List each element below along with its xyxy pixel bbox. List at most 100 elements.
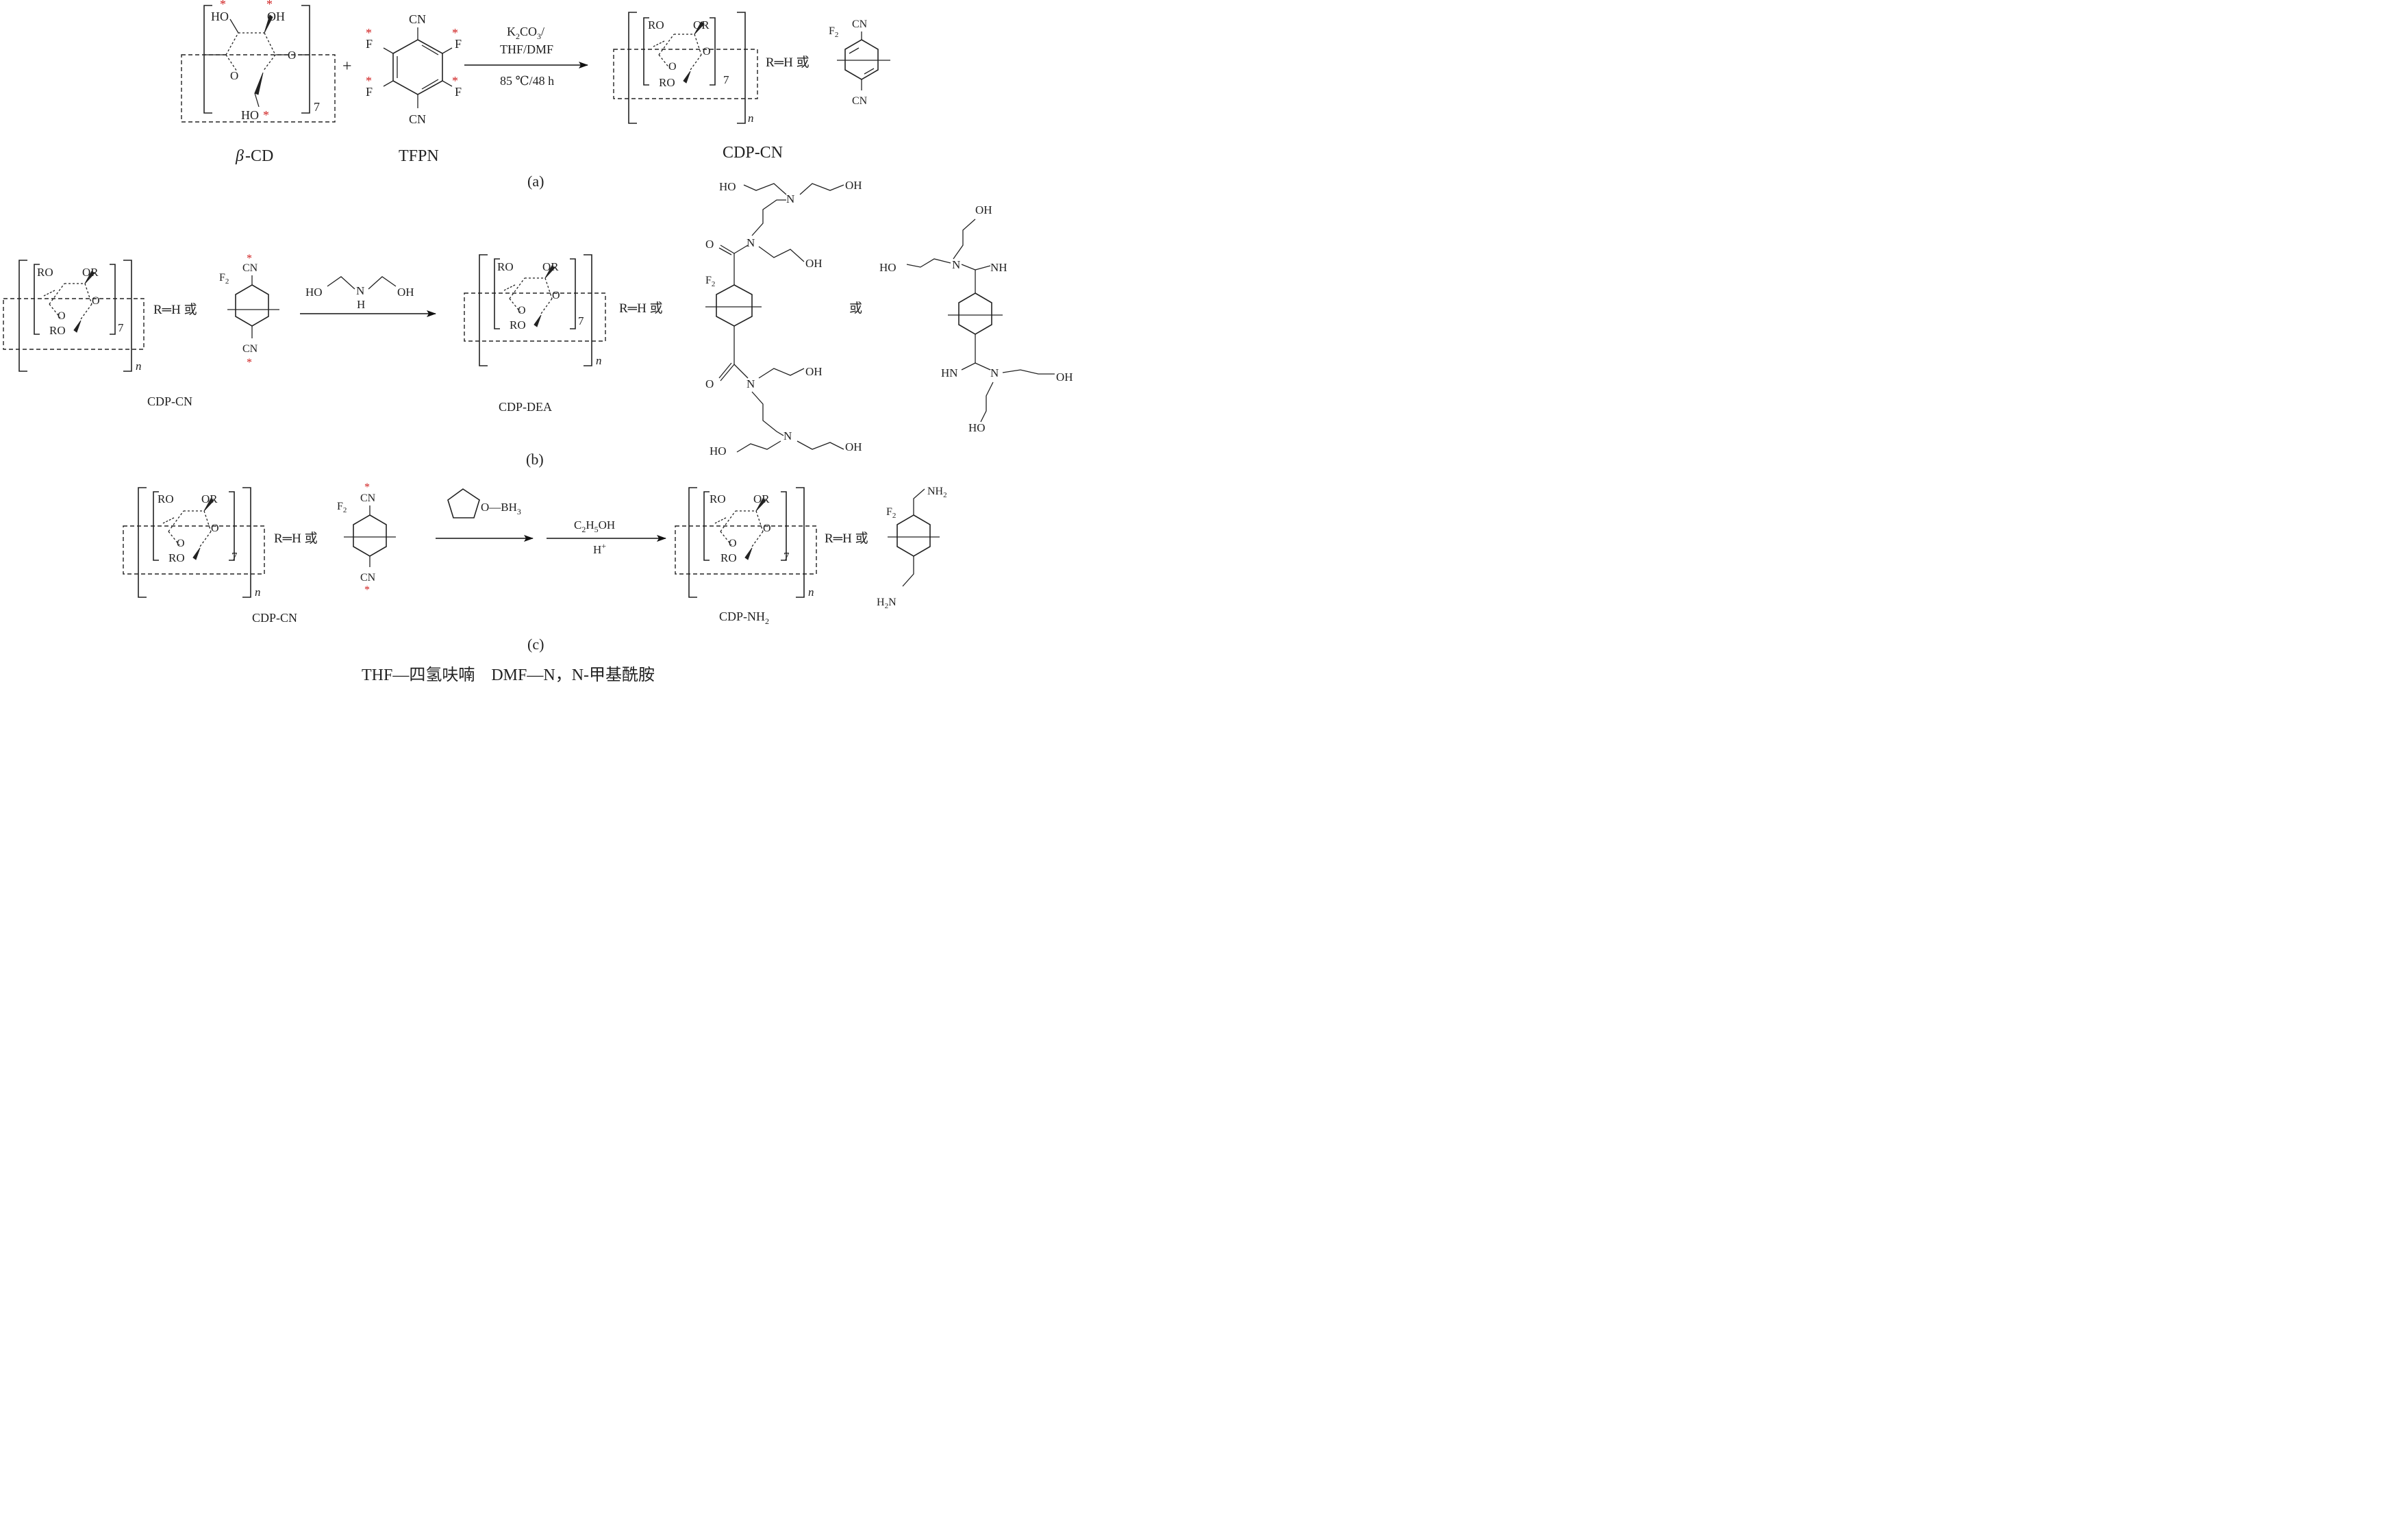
carbonyl-oxygen: O <box>705 238 714 251</box>
ro-label: RO <box>648 18 664 32</box>
cdp-cn-name-c: CDP-CN <box>252 611 297 625</box>
r-definition: R═H 或 <box>274 531 318 546</box>
repeat-subscript-n: n <box>748 112 754 125</box>
oh-label: OH <box>975 203 992 216</box>
ring-oxygen: O <box>729 538 737 549</box>
reduction-reagents: O—BH3 C2H5OH H+ <box>436 488 666 556</box>
cdp-dea-name: CDP-DEA <box>499 400 552 414</box>
amide-n: N <box>747 377 755 390</box>
cn-label: CN <box>242 262 258 274</box>
oh-label: OH <box>397 286 414 299</box>
tfpn-f-br: F <box>455 85 462 99</box>
tfpn-f-tl: F <box>366 37 373 51</box>
ro-label: RO <box>710 492 726 505</box>
asterisk-mark: * <box>247 357 252 368</box>
beta-cd-structure: HO * OH * O O HO * 7 <box>181 0 336 123</box>
amine-n: N <box>990 366 999 379</box>
or-label: OR <box>201 492 218 505</box>
asterisk-mark: * <box>364 481 370 493</box>
tfpn-cn-top: CN <box>409 12 426 26</box>
panel-a: HO * OH * O O HO * 7 β -CD + CN CN <box>181 0 890 190</box>
asterisk-mark: * <box>263 108 269 122</box>
asterisk-mark: * <box>247 253 252 264</box>
ring-oxygen: O <box>518 305 526 316</box>
ro-label: RO <box>497 260 514 273</box>
cdp-cn-name: CDP-CN <box>723 144 783 162</box>
cdp-dea-product: RO OR O O RO 7 n R═H 或 <box>464 254 663 367</box>
r-definition: R═H 或 <box>825 531 868 546</box>
repeat-subscript-n: n <box>255 586 261 599</box>
beta-cd-oh-right: OH <box>267 10 285 23</box>
glycosidic-oxygen: O <box>288 49 296 62</box>
repeat-subscript-7: 7 <box>578 314 584 327</box>
amide-n: N <box>747 236 755 249</box>
r-definition: R═H 或 <box>153 302 197 317</box>
or-label: OR <box>82 266 99 279</box>
cdp-nh2-name: CDP-NH2 <box>719 610 769 626</box>
or-label: OR <box>542 260 559 273</box>
ring-oxygen: O <box>552 290 560 301</box>
asterisk-mark: * <box>452 74 458 88</box>
asterisk-mark: * <box>366 74 372 88</box>
reaction-scheme: HO * OH * O O HO * 7 β -CD + CN CN <box>3 0 1073 684</box>
amine-n: N <box>356 284 364 297</box>
cn-label: CN <box>242 343 258 355</box>
ro-label: RO <box>510 318 526 331</box>
imine-hn: HN <box>941 366 958 379</box>
cdp-nh2-product: RO OR O O RO 7 n R═H 或 NH2 F2 H2N <box>675 486 947 610</box>
cdp-cn-start-b: RO OR O O RO 7 n R═H 或 CN * F2 CN * <box>3 253 279 373</box>
panel-label-b: (b) <box>526 451 544 468</box>
amide-substituent: O N F2 OH N HO OH O N OH N HO OH <box>705 179 862 458</box>
beta-cd-ho-bottom: HO <box>241 108 259 122</box>
beta-cd-name: -CD <box>245 147 273 165</box>
repeat-subscript-n: n <box>136 360 142 373</box>
amidine-substituent: NH N OH HO HN N OH HO <box>879 203 1073 434</box>
ring-oxygen: O <box>230 69 238 82</box>
cn-label: CN <box>852 95 868 107</box>
asterisk-mark: * <box>452 26 458 40</box>
f2-label: F2 <box>886 506 896 520</box>
f2-label: F2 <box>705 275 715 288</box>
oh-label: OH <box>805 257 823 270</box>
repeat-subscript-7: 7 <box>783 550 790 563</box>
beta-cd-name-greek: β <box>235 147 244 165</box>
tfpn-f-bl: F <box>366 85 373 99</box>
amine-h: H <box>357 298 365 311</box>
oh-label: OH <box>845 179 862 192</box>
ro-label: RO <box>168 551 185 564</box>
or-label: OR <box>693 18 710 32</box>
ring-oxygen: O <box>177 538 185 549</box>
r-definition: R═H 或 <box>619 301 663 316</box>
ho-label: HO <box>305 286 323 299</box>
tfpn-f-tr: F <box>455 37 462 51</box>
panel-label-a: (a) <box>527 173 544 190</box>
ring-oxygen: O <box>58 310 66 322</box>
cdp-cn-start-c: RO OR O O RO 7 n R═H 或 CN * F2 CN * <box>123 481 396 599</box>
asterisk-mark: * <box>266 0 273 11</box>
or-connector: 或 <box>849 301 862 316</box>
asterisk-mark: * <box>366 26 372 40</box>
ro-label: RO <box>720 551 737 564</box>
oh-label: OH <box>845 440 862 453</box>
repeat-subscript-7: 7 <box>723 73 729 86</box>
acid-label: H+ <box>593 541 606 556</box>
panel-c: RO OR O O RO 7 n R═H 或 CN * F2 CN * CDP-… <box>123 481 947 653</box>
repeat-subscript-7: 7 <box>314 100 320 114</box>
tfpn-name: TFPN <box>399 147 439 165</box>
ring-oxygen: O <box>92 295 100 307</box>
diethanolamine-reagent: HO N H OH <box>300 276 436 317</box>
ho-label: HO <box>968 421 986 434</box>
ring-oxygen: O <box>668 61 677 73</box>
nh2-label: NH2 <box>927 486 947 499</box>
ro-label: RO <box>37 266 53 279</box>
panel-b: RO OR O O RO 7 n R═H 或 CN * F2 CN * CDP-… <box>3 179 1073 468</box>
f2-label: F2 <box>829 25 838 39</box>
ro-label: RO <box>49 324 66 337</box>
ho-label: HO <box>710 445 727 458</box>
beta-cd-ho-left: HO <box>211 10 229 23</box>
ho-label: HO <box>719 180 736 193</box>
plus-sign: + <box>342 58 352 75</box>
carbonyl-oxygen: O <box>705 377 714 390</box>
ro-label: RO <box>659 76 675 89</box>
thf-bh3-label: O—BH3 <box>481 501 521 516</box>
